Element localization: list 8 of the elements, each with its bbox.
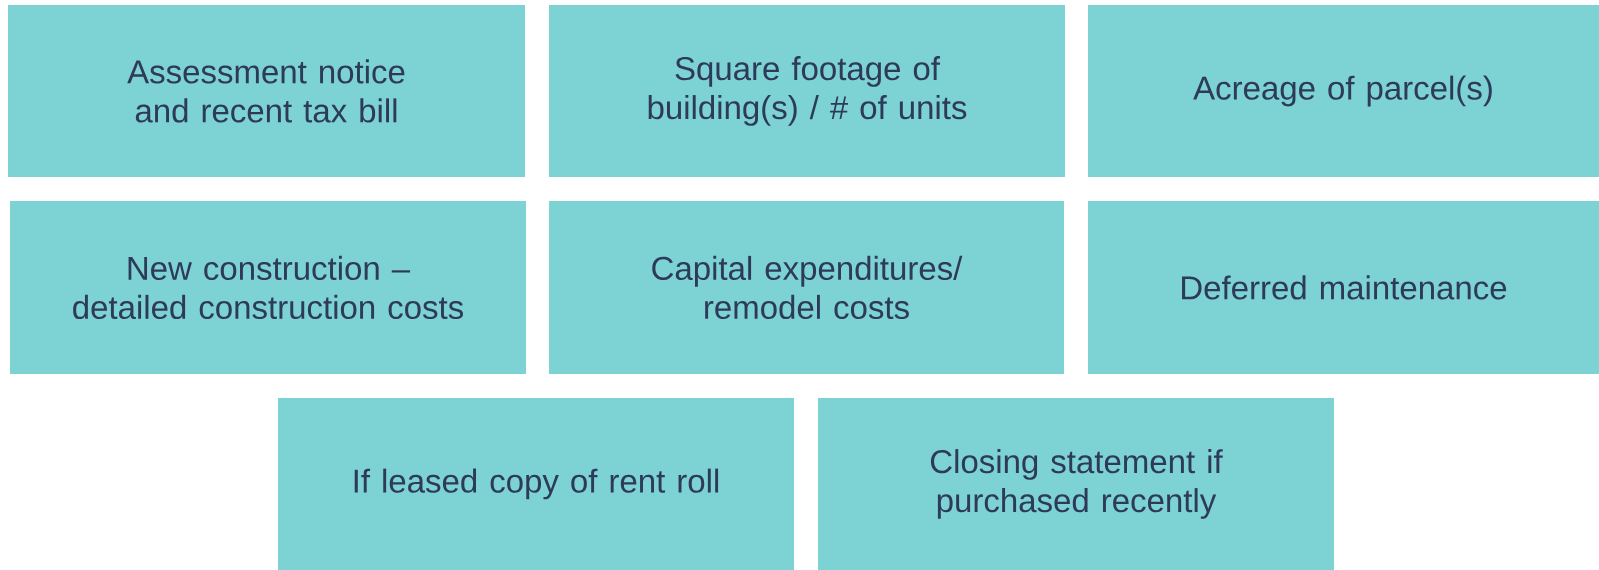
item-box: Closing statement if purchased recently [818,398,1334,570]
item-box: If leased copy of rent roll [278,398,794,570]
item-box: Acreage of parcel(s) [1088,5,1599,177]
item-box: Deferred maintenance [1088,201,1599,374]
item-box: Capital expenditures/ remodel costs [549,201,1064,374]
item-box: New construction – detailed construction costs [10,201,526,374]
item-box: Square footage of building(s) / # of units [549,5,1065,177]
item-box: Assessment notice and recent tax bill [8,5,525,177]
